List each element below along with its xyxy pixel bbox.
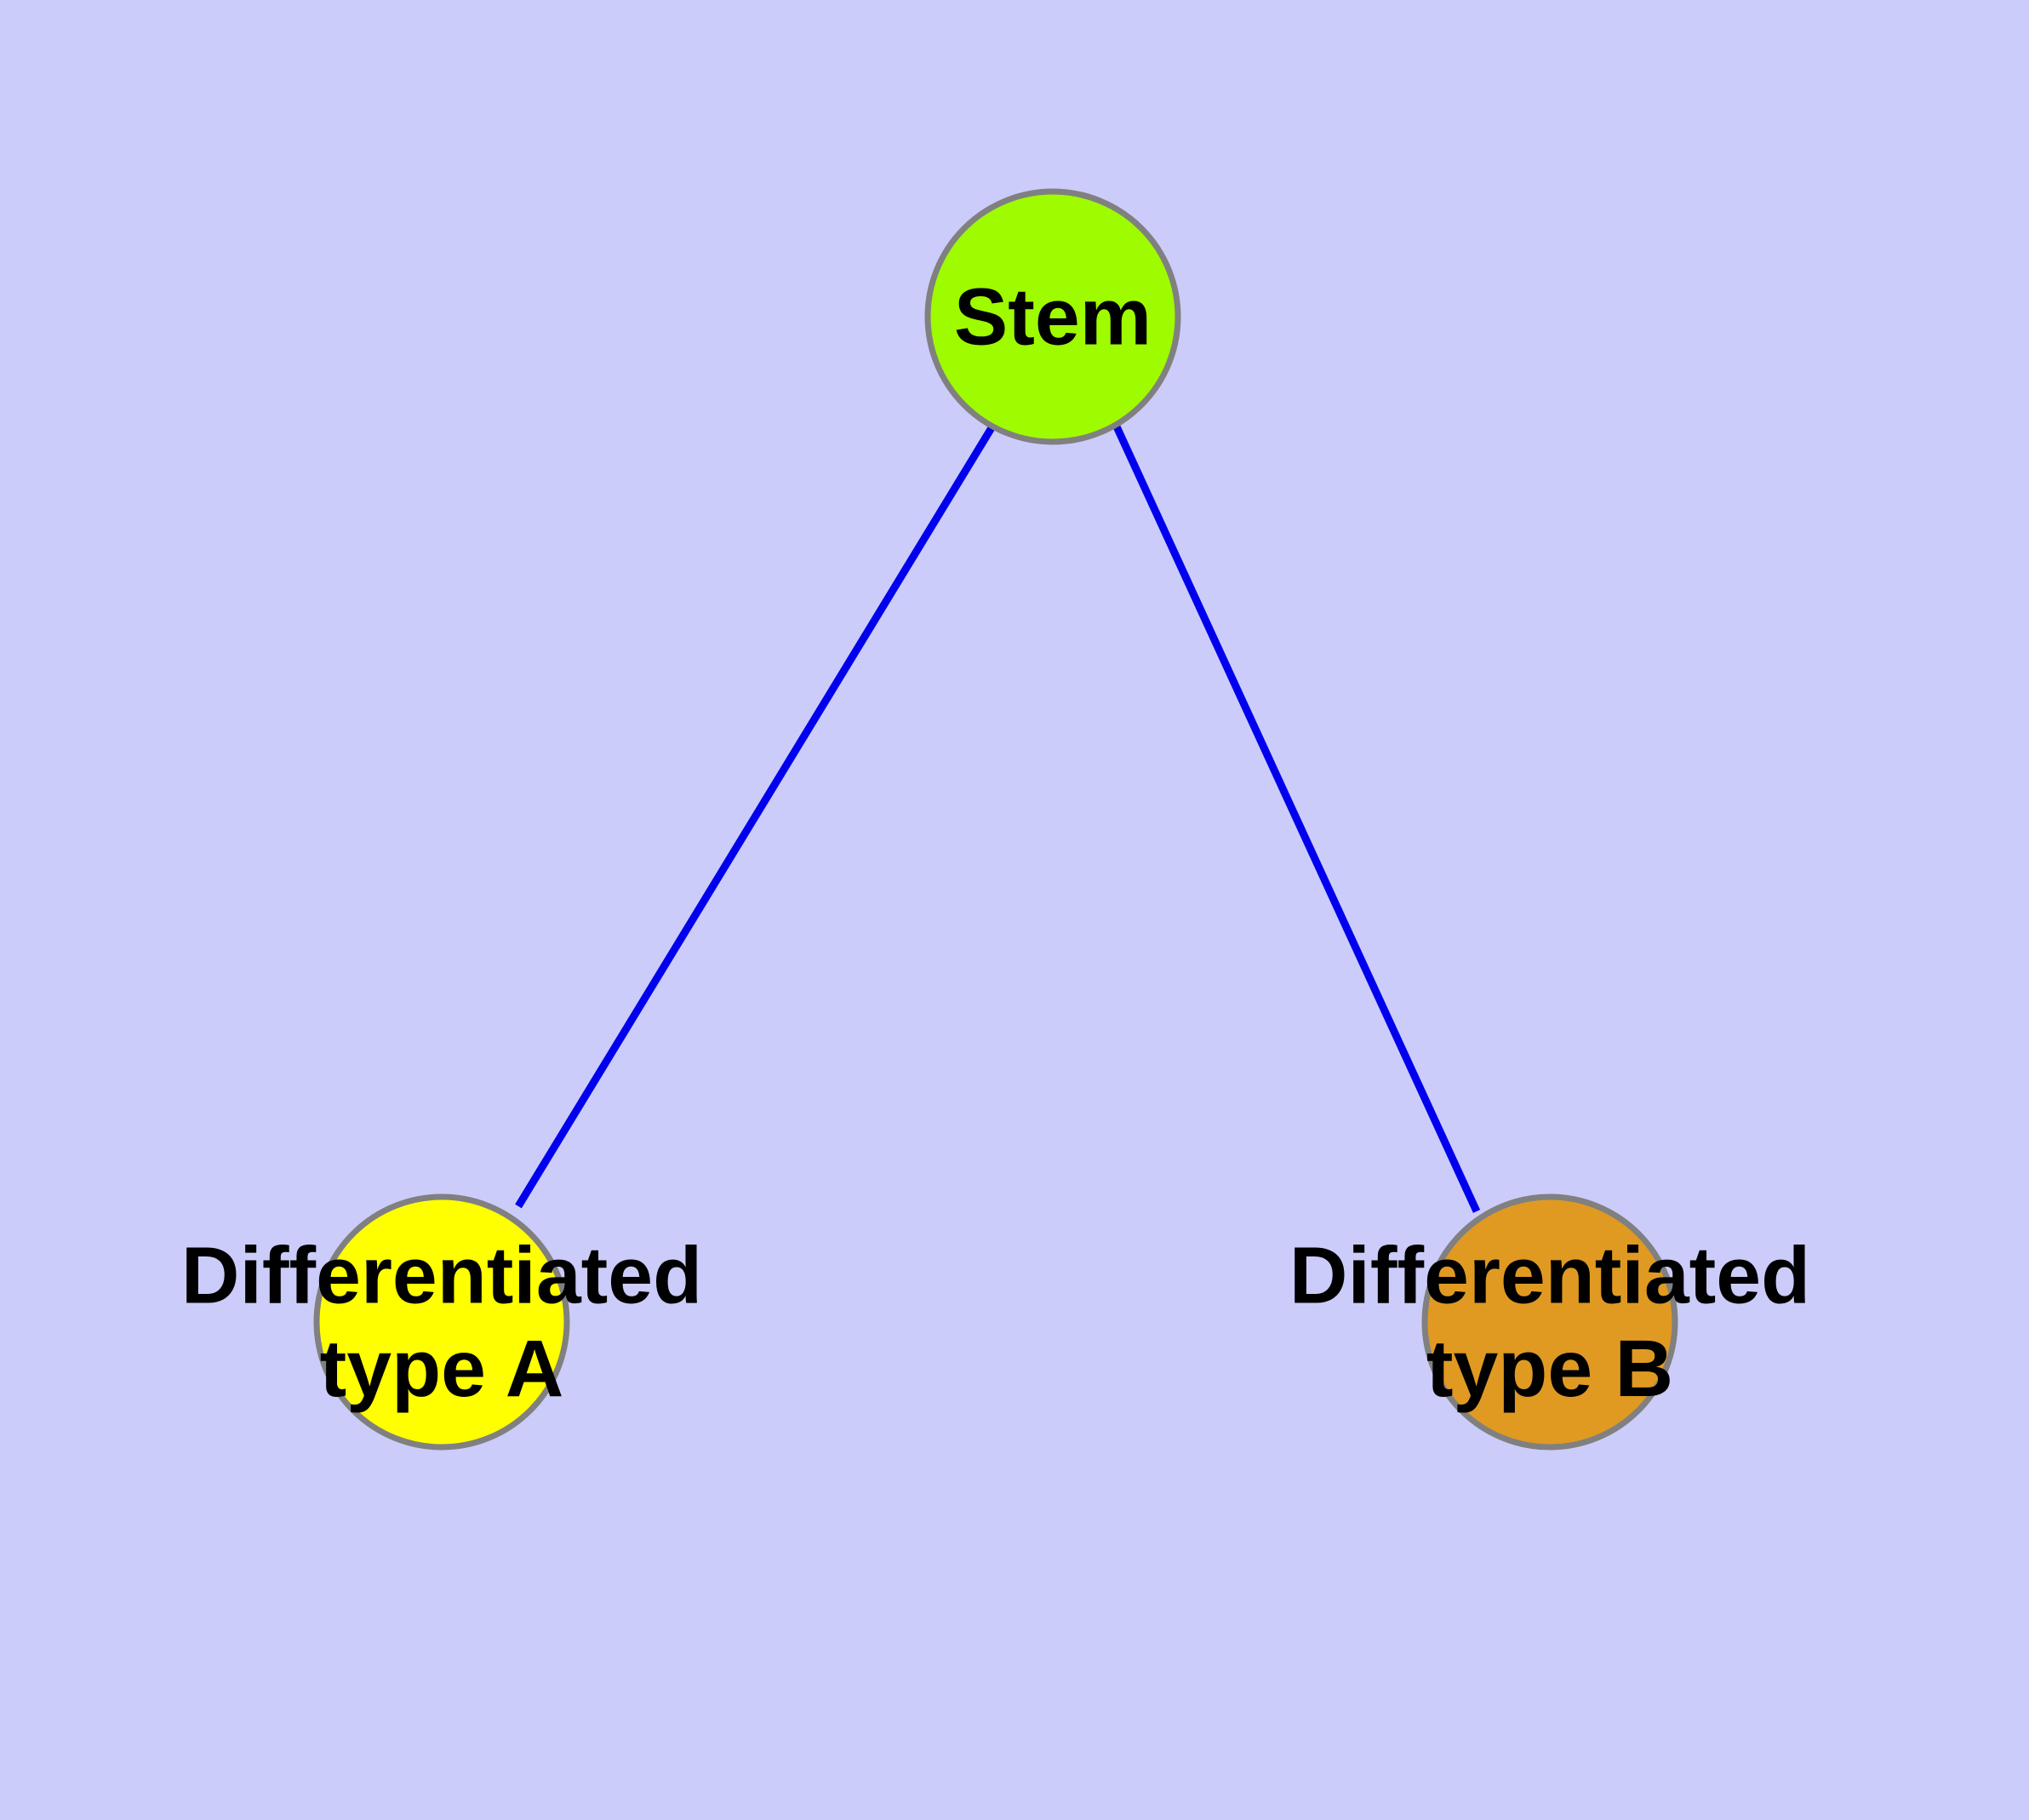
- edge-layer: [515, 423, 1481, 1213]
- node-stem-circle[interactable]: [924, 188, 1181, 445]
- edge-stem-to-diff-a[interactable]: [515, 424, 996, 1209]
- edge-stem-to-diff-b[interactable]: [1112, 423, 1481, 1213]
- node-diff-a-circle[interactable]: [313, 1193, 570, 1451]
- node-diff-b-circle[interactable]: [1421, 1193, 1678, 1451]
- node-stem-label: Stem: [954, 272, 1152, 362]
- node-layer: [313, 188, 1678, 1451]
